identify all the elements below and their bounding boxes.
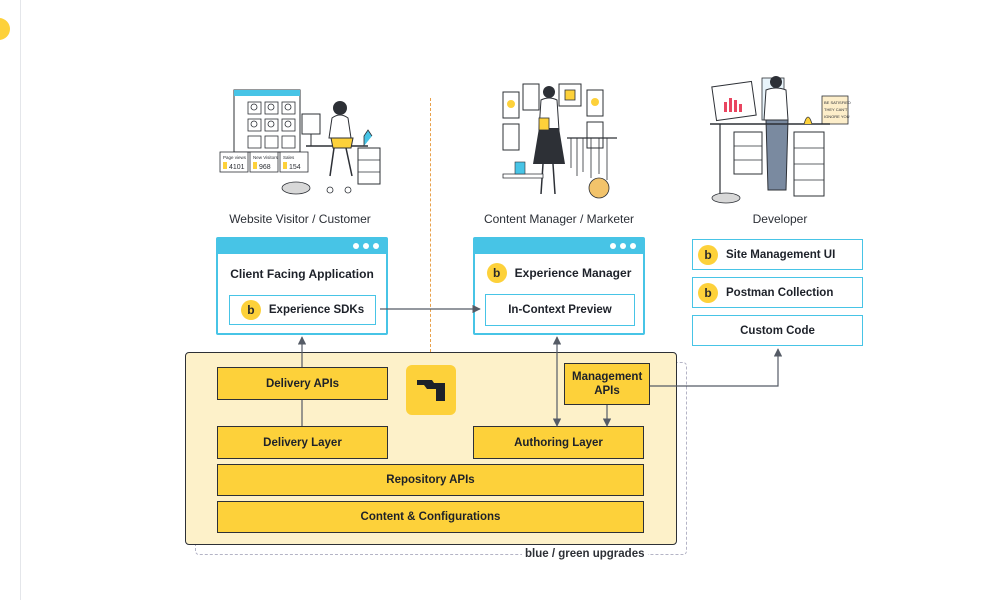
postman-collection-box[interactable]: b Postman Collection [692, 277, 863, 308]
visitor-illustration: Page views New Visitors Sales 4101 968 1… [219, 89, 381, 195]
corner-dot [0, 18, 10, 40]
poster-line-3: IGNORE YOU [824, 114, 850, 119]
experience-manager-header: b Experience Manager [475, 263, 643, 283]
marketer-illustration [502, 83, 617, 199]
brand-logo-icon: b [486, 263, 507, 283]
poster-line-1: BE SATISFIED [824, 100, 851, 105]
developer-illustration: BE SATISFIED THEY CAN'T IGNORE YOU [710, 76, 851, 204]
site-management-ui-box[interactable]: b Site Management UI [692, 239, 863, 270]
brand-logo-icon: b [698, 282, 718, 303]
platform-logo-icon [406, 365, 456, 415]
window-titlebar [475, 239, 643, 254]
left-rail [20, 0, 21, 600]
repository-apis-box[interactable]: Repository APIs [217, 464, 644, 496]
stat-label-page-views: Page views [223, 155, 247, 160]
window-dot [630, 243, 636, 249]
management-to-custom-code-arrow [650, 348, 783, 387]
brand-logo-icon: b [240, 300, 261, 320]
delivery-apis-box[interactable]: Delivery APIs [217, 367, 388, 400]
experience-manager-window: b Experience Manager In-Context Preview [473, 237, 645, 335]
custom-code-box[interactable]: Custom Code [692, 315, 863, 346]
poster-line-2: THEY CAN'T [824, 107, 848, 112]
management-apis-box[interactable]: Management APIs [564, 363, 650, 405]
postman-collection-label: Postman Collection [726, 286, 834, 299]
window-dot [353, 243, 359, 249]
persona-developer-label: Developer [752, 212, 808, 226]
experience-manager-title: Experience Manager [514, 266, 632, 280]
upgrades-label: blue / green upgrades [522, 548, 648, 560]
persona-visitor-label: Website Visitor / Customer [229, 212, 371, 226]
client-app-window: Client Facing Application b Experience S… [216, 237, 388, 335]
stat-label-new-visitors: New Visitors [253, 155, 279, 160]
window-dot [363, 243, 369, 249]
experience-sdks-label: Experience SDKs [268, 304, 365, 316]
content-configurations-box[interactable]: Content & Configurations [217, 501, 644, 533]
authoring-layer-box[interactable]: Authoring Layer [473, 426, 644, 459]
in-context-preview-label: In-Context Preview [508, 304, 612, 316]
client-app-title: Client Facing Application [230, 267, 374, 281]
in-context-preview-box[interactable]: In-Context Preview [485, 294, 635, 326]
window-dot [610, 243, 616, 249]
delivery-layer-box[interactable]: Delivery Layer [217, 426, 388, 459]
persona-marketer-label: Content Manager / Marketer [483, 212, 635, 226]
management-apis-label: Management APIs [572, 371, 643, 397]
stat-value-new-visitors: 968 [259, 164, 271, 171]
window-dot [620, 243, 626, 249]
window-dot [373, 243, 379, 249]
brand-logo-icon: b [698, 244, 718, 265]
stat-label-sales: Sales [283, 155, 295, 160]
site-management-ui-label: Site Management UI [726, 248, 836, 261]
experience-sdks-box[interactable]: b Experience SDKs [229, 295, 376, 325]
stat-value-page-views: 4101 [229, 164, 245, 171]
window-titlebar [218, 239, 386, 254]
divider-dashed [430, 98, 431, 352]
custom-code-label: Custom Code [740, 324, 815, 337]
stat-value-sales: 154 [289, 164, 301, 171]
